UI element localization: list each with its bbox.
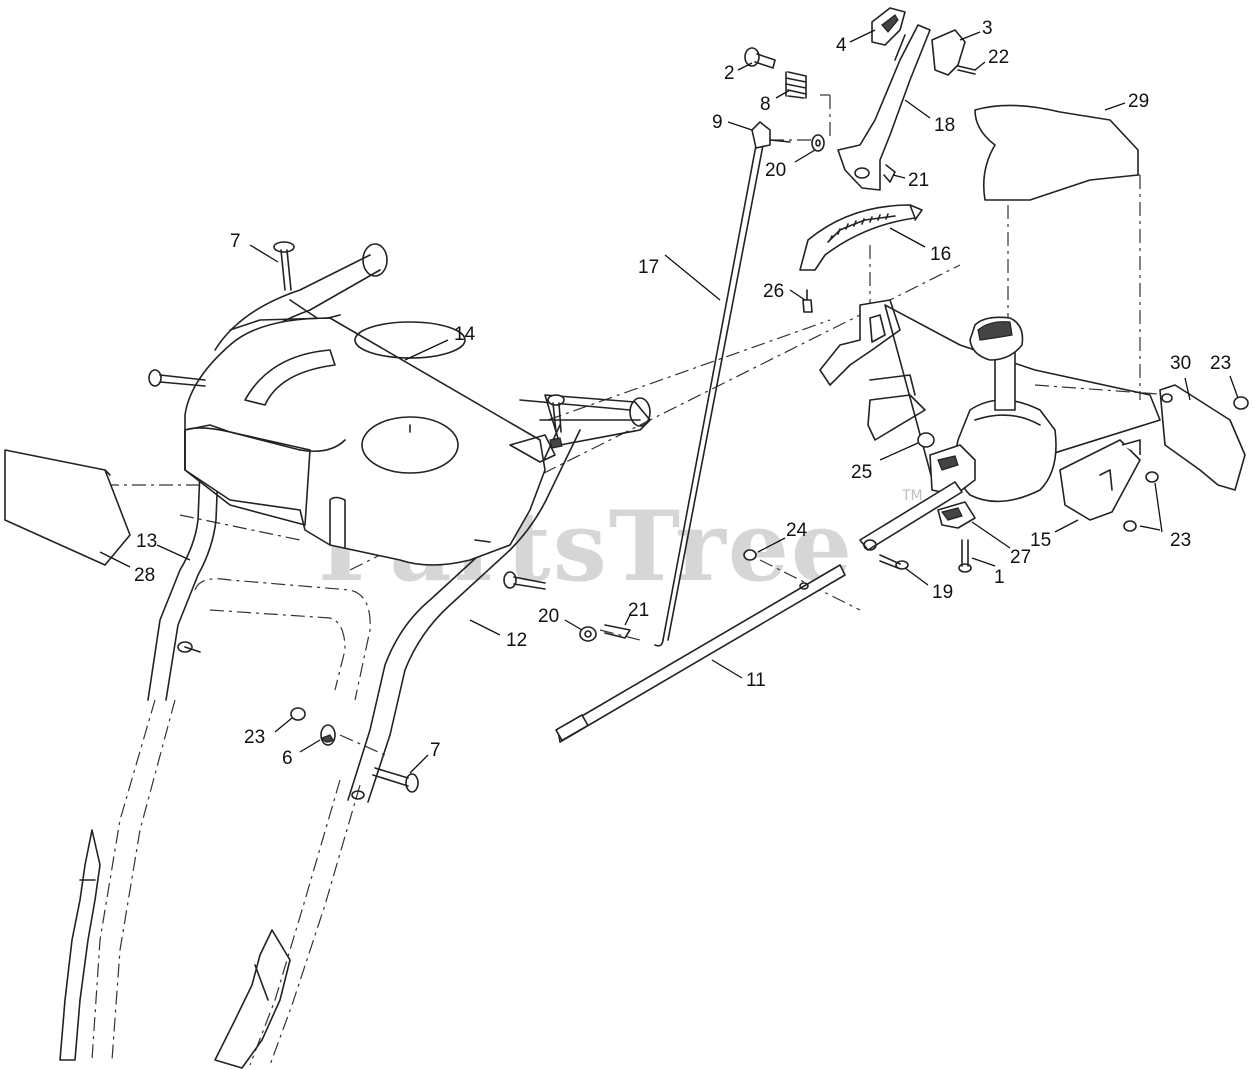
bracket-15 (1059, 439, 1141, 521)
decal-28 (4, 449, 131, 566)
callout-25: 25 (851, 462, 872, 483)
callout-8: 8 (760, 94, 771, 115)
spring-8 (785, 71, 807, 99)
lever-18 (837, 24, 931, 191)
plate-16 (799, 204, 923, 271)
nut-24 (743, 549, 757, 561)
callout-26: 26 (763, 281, 784, 302)
guard-30 (1159, 384, 1246, 491)
link-rod-11 (555, 564, 846, 743)
callout-29: 29 (1128, 91, 1149, 112)
bolt-7-lower (372, 767, 419, 793)
shift-housing (954, 316, 1057, 503)
callout-28: 28 (134, 565, 155, 586)
callout-12: 12 (506, 630, 527, 651)
nut-25 (917, 432, 935, 448)
bracket-plate (929, 444, 976, 496)
block-27 (937, 501, 976, 529)
callout-23-right: 23 (1210, 353, 1231, 374)
callout-24: 24 (786, 520, 808, 541)
callout-17: 17 (638, 257, 659, 278)
callout-16: 16 (930, 244, 951, 265)
washer-20-bottom (579, 626, 597, 642)
decal-29 (974, 104, 1139, 201)
bolt-19 (879, 554, 909, 570)
watermark-tm: TM (901, 488, 923, 504)
ferrule-9 (751, 121, 791, 149)
dash-panel (184, 317, 563, 566)
callout-6: 6 (282, 748, 293, 769)
callout-14: 14 (454, 324, 476, 345)
callout-20-top: 20 (765, 160, 786, 181)
callout-4: 4 (836, 35, 847, 56)
grip-3 (931, 29, 966, 76)
lower-handle-phantom (59, 578, 371, 1069)
bolt-left (148, 369, 206, 387)
washer-6 (320, 724, 336, 746)
callout-7-lower: 7 (430, 740, 441, 761)
callout-20-bottom: 20 (538, 606, 559, 627)
screw-26 (802, 289, 813, 313)
callout-2: 2 (724, 63, 735, 84)
rod-17 (654, 139, 765, 647)
nut-23-bracket (1123, 471, 1159, 532)
screw-22 (957, 65, 976, 75)
callout-7-top: 7 (230, 231, 241, 252)
callout-13: 13 (136, 531, 157, 552)
callout-3: 3 (982, 18, 993, 39)
nut-23-handle (290, 707, 306, 721)
clip-21-top (883, 164, 896, 183)
callout-labels: 4 3 2 22 8 29 9 18 20 21 16 7 17 26 14 3… (134, 18, 1231, 769)
callout-27: 27 (1010, 547, 1031, 568)
leader-lines (99, 29, 1239, 774)
callout-11: 11 (746, 670, 766, 691)
callout-23-bracket: 23 (1170, 530, 1191, 551)
bolt-panel-right (547, 394, 565, 433)
washer-20-top (811, 134, 825, 152)
callout-30: 30 (1170, 353, 1191, 374)
bolt-handle-lower (503, 571, 546, 590)
knob-4 (871, 7, 906, 46)
callout-22: 22 (988, 47, 1009, 68)
shift-link (859, 481, 963, 551)
callout-21-top: 21 (908, 170, 929, 191)
callout-19: 19 (932, 582, 953, 603)
callout-18: 18 (934, 115, 955, 136)
bolt-1 (958, 539, 972, 573)
callout-9: 9 (712, 112, 723, 133)
callout-1: 1 (994, 567, 1005, 588)
callout-23-handle: 23 (244, 727, 265, 748)
clip-21-bottom (604, 624, 631, 639)
nut-23-right (1233, 396, 1249, 410)
callout-21-bottom: 21 (628, 600, 649, 621)
pin-2 (744, 47, 776, 69)
bolt-7-top (273, 241, 295, 291)
callout-15: 15 (1030, 530, 1051, 551)
